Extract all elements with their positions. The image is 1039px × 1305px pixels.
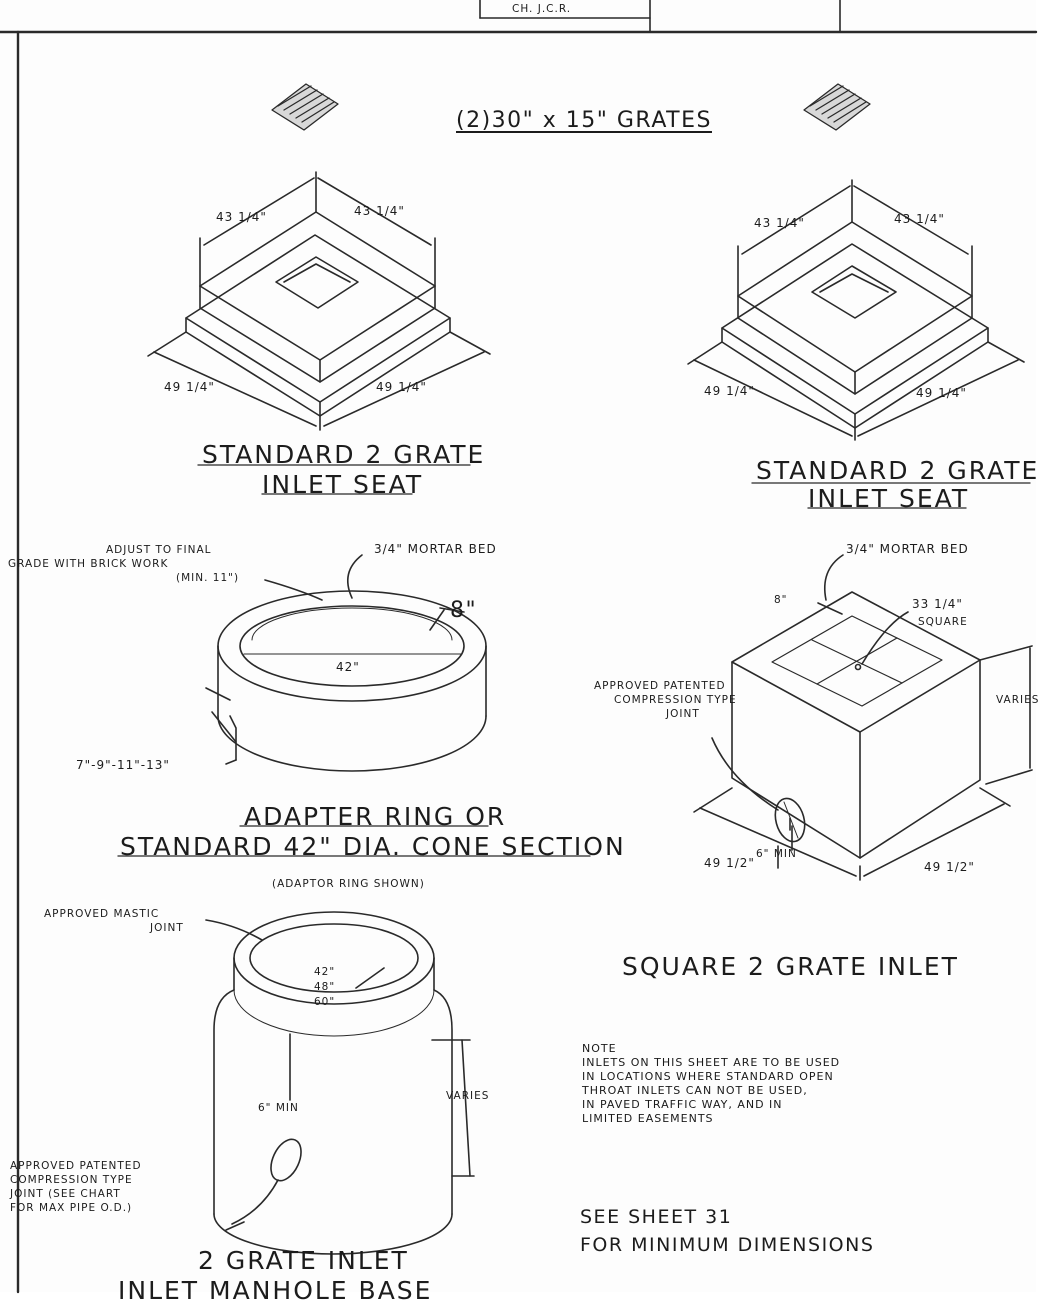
- grate-icon-right: [803, 83, 871, 131]
- sq-dim-b: 49 1/2": [924, 860, 975, 874]
- grates-heading: (2)30" x 15" GRATES: [456, 108, 712, 133]
- ring-adjust-2: GRADE WITH BRICK WORK: [8, 558, 169, 570]
- ring-adjust-3: (MIN. 11"): [176, 572, 240, 584]
- sq-joint-1: APPROVED PATENTED: [594, 680, 726, 692]
- sq-wall-label: 8": [774, 594, 788, 606]
- cyl-dia-60: 60": [314, 996, 336, 1008]
- sq-dim-a: 49 1/2": [704, 856, 755, 870]
- see-sheet-2: FOR MINIMUM DIMENSIONS: [580, 1234, 875, 1256]
- sq-opening-2: SQUARE: [918, 616, 968, 628]
- seat-left-title-1: STANDARD 2 GRATE: [202, 440, 486, 469]
- inlet-seat-right: [687, 179, 1031, 509]
- ring-title-1: ADAPTER RING OR: [244, 802, 507, 831]
- note-line-3: THROAT INLETS CAN NOT BE USED,: [582, 1084, 808, 1097]
- cyl-dia-42: 42": [314, 966, 336, 978]
- seat-left-dim-bot-a: 49 1/4": [164, 380, 215, 394]
- cyl-dia-48: 48": [314, 981, 336, 993]
- sq-mortar-label: 3/4" MORTAR BED: [846, 542, 969, 556]
- seat-left-dim-bot-b: 49 1/4": [376, 380, 427, 394]
- seat-left-title-2: INLET SEAT: [262, 470, 424, 499]
- sq-opening-1: 33 1/4": [912, 597, 963, 611]
- note-block: NOTE INLETS ON THIS SHEET ARE TO BE USED…: [582, 1042, 840, 1126]
- cyl-joint-3: JOINT (SEE CHART: [10, 1188, 121, 1200]
- ring-subtitle: (ADAPTOR RING SHOWN): [272, 878, 425, 890]
- note-line-4: IN PAVED TRAFFIC WAY, AND IN: [582, 1098, 783, 1111]
- ring-adjust-1: ADJUST TO FINAL: [106, 544, 212, 556]
- seat-left-dim-top-a: 43 1/4": [216, 210, 267, 224]
- square-inlet-box: [693, 554, 1033, 881]
- seat-right-title-2: INLET SEAT: [808, 484, 970, 513]
- cyl-joint-4: FOR MAX PIPE O.D.): [10, 1202, 133, 1214]
- seat-right-title-1: STANDARD 2 GRATE: [756, 456, 1039, 485]
- seat-right-dim-top-a: 43 1/4": [754, 216, 805, 230]
- grate-icon-left: [271, 83, 339, 131]
- sq-varies-label: VARIES: [996, 694, 1039, 706]
- see-sheet-1: SEE SHEET 31: [580, 1206, 733, 1228]
- cyl-varies-label: VARIES: [446, 1090, 490, 1102]
- ring-mortar-label: 3/4" MORTAR BED: [374, 542, 497, 556]
- note-line-1: INLETS ON THIS SHEET ARE TO BE USED: [582, 1056, 841, 1069]
- note-line-2: IN LOCATIONS WHERE STANDARD OPEN: [582, 1070, 834, 1083]
- cyl-mastic-1: APPROVED MASTIC: [44, 908, 160, 920]
- ring-width-label: 8": [450, 598, 478, 623]
- cyl-joint-2: COMPRESSION TYPE: [10, 1174, 133, 1186]
- note-line-5: LIMITED EASEMENTS: [582, 1112, 714, 1125]
- cyl-joint-1: APPROVED PATENTED: [10, 1160, 142, 1172]
- seat-right-dim-bot-b: 49 1/4": [916, 386, 967, 400]
- sq-title: SQUARE 2 GRATE INLET: [622, 952, 959, 981]
- adapter-ring: [117, 554, 591, 857]
- ring-diameter-label: 42": [336, 660, 360, 674]
- sq-joint-2: COMPRESSION TYPE: [614, 694, 737, 706]
- cyl-min-label: 6" MIN: [258, 1102, 299, 1114]
- sq-min-label: 6" MIN: [756, 848, 797, 860]
- cyl-mastic-2: JOINT: [150, 922, 184, 934]
- manhole-base: [205, 911, 475, 1255]
- cyl-title-2: INLET MANHOLE BASE: [118, 1276, 433, 1305]
- sq-joint-3: JOINT: [666, 708, 700, 720]
- seat-right-dim-bot-a: 49 1/4": [704, 384, 755, 398]
- ring-heights-label: 7"-9"-11"-13": [76, 758, 170, 772]
- ring-title-2: STANDARD 42" DIA. CONE SECTION: [120, 832, 626, 861]
- checked-by-label: CH. J.C.R.: [512, 3, 572, 15]
- inlet-seat-left: [147, 171, 491, 495]
- seat-right-dim-top-b: 43 1/4": [894, 212, 945, 226]
- seat-left-dim-top-b: 43 1/4": [354, 204, 405, 218]
- cyl-title-1: 2 GRATE INLET: [198, 1246, 409, 1275]
- note-heading: NOTE: [582, 1042, 617, 1055]
